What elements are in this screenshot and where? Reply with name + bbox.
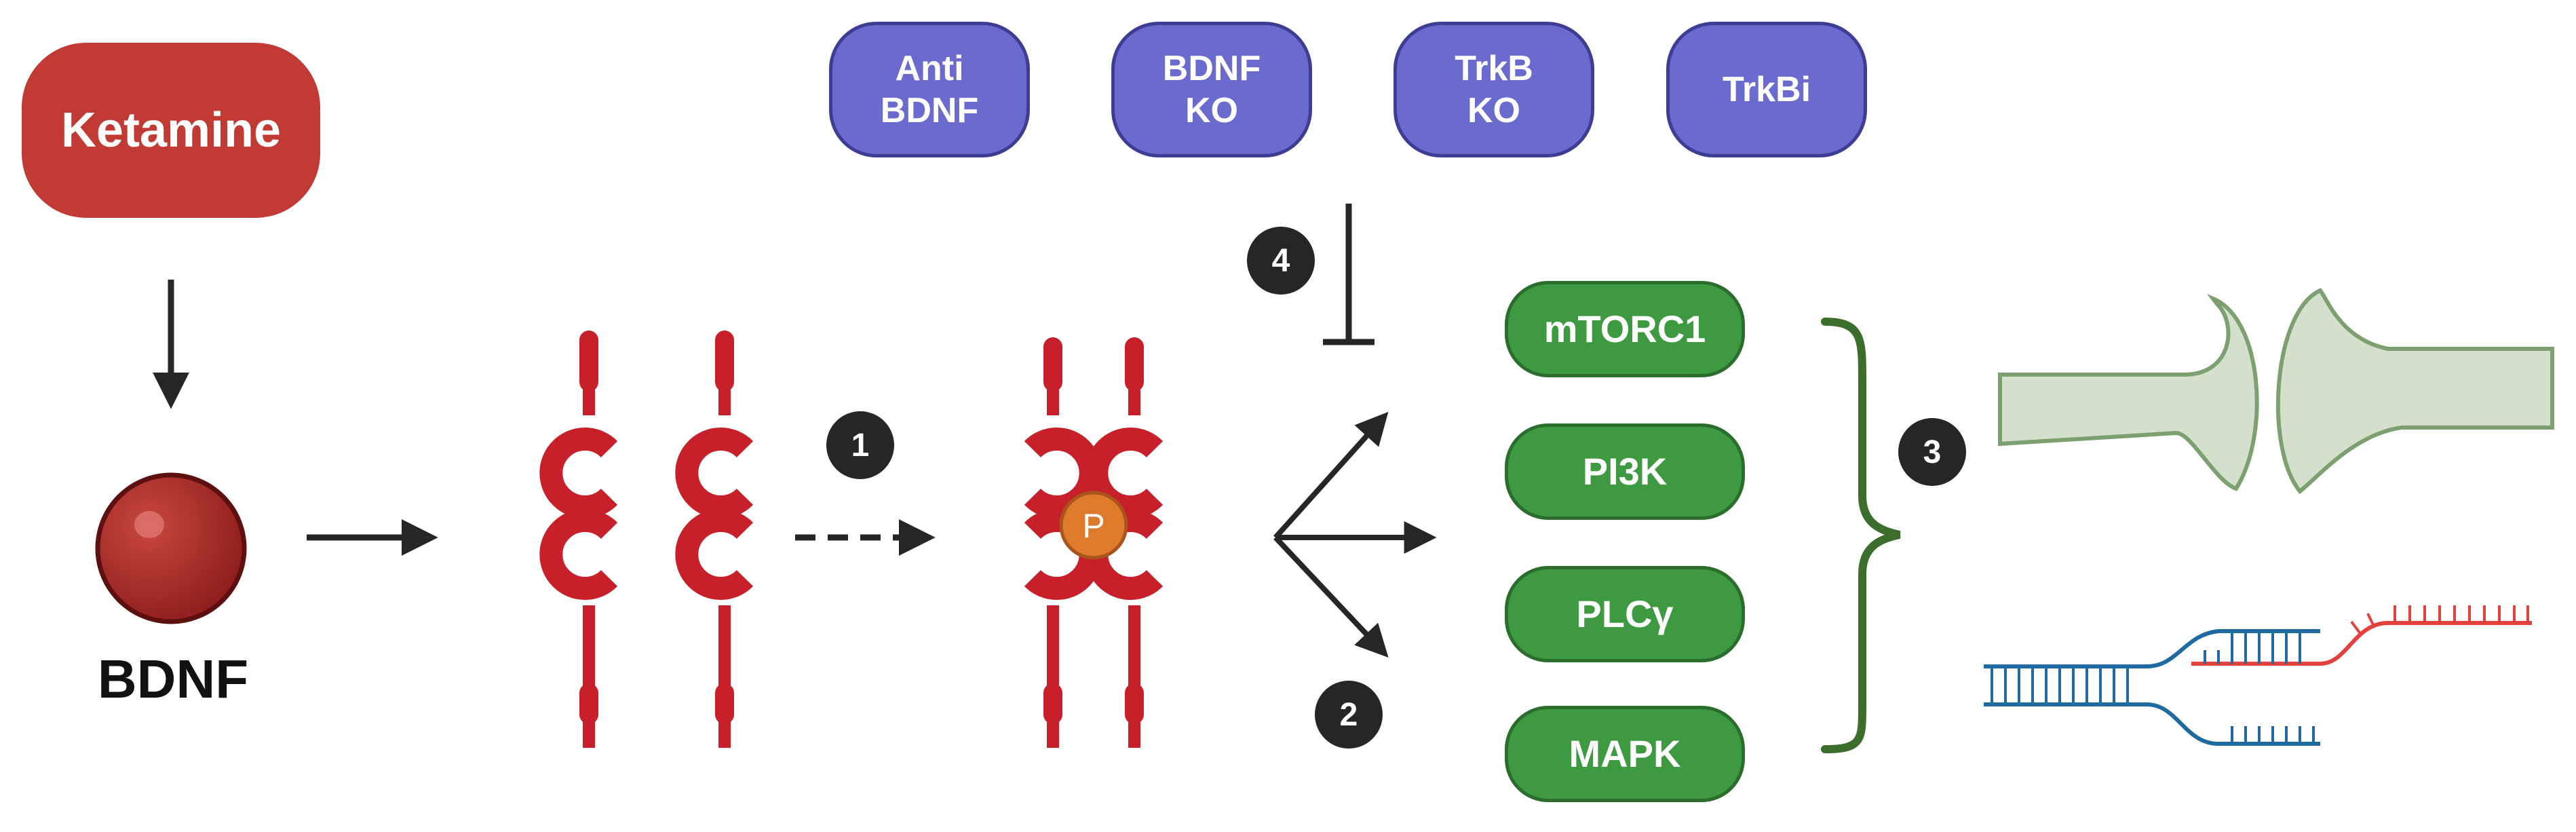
phosphate-icon [1059, 491, 1128, 560]
trkb-ko-box: TrkB KO [1393, 22, 1594, 157]
phosphate-label: P [1082, 507, 1104, 545]
dna-icon [1984, 605, 2532, 746]
pi3k-box: PI3K [1505, 423, 1745, 520]
arrow-to-plcg [1273, 535, 1389, 658]
anti-bdnf-box: Anti BDNF [829, 22, 1030, 157]
mapk-box: MAPK [1505, 706, 1745, 802]
step-1-badge: 1 [826, 411, 894, 479]
step-4-badge: 4 [1247, 227, 1315, 295]
pathway-brace [1821, 318, 1901, 753]
ketamine-box: Ketamine [22, 43, 320, 218]
trkbi-box: TrkBi [1666, 22, 1867, 157]
synapse-icon [1998, 288, 2554, 495]
step-3-badge: 3 [1898, 418, 1966, 486]
bdnf-ball [95, 472, 247, 624]
receptor-pair-unbound [551, 330, 745, 748]
bdnf-ko-box: BDNF KO [1111, 22, 1312, 157]
arrow-to-mtorc1 [1273, 411, 1389, 540]
plcg-box: PLCγ [1505, 566, 1745, 662]
bdnf-label: BDNF [97, 649, 249, 709]
mtorc1-box: mTORC1 [1505, 281, 1745, 377]
step-2-badge: 2 [1315, 681, 1383, 749]
receptor-pair-dimer: P [1024, 337, 1164, 748]
